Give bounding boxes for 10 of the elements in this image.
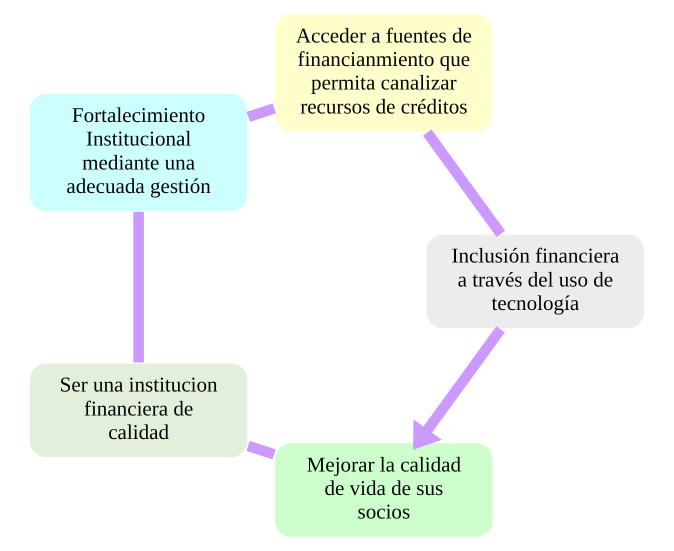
connector — [246, 103, 276, 122]
node-box: Mejorar la calidad de vida de sus socios — [274, 442, 494, 538]
node-box: Inclusión financiera a través del uso de tecnología — [425, 233, 646, 330]
node-box: Fortalecimiento Institucional mediante una adecuada gestión — [28, 92, 249, 212]
arrow — [413, 326, 505, 450]
node-box: Acceder a fuentes de financianmiento que permita canalizar recursos de créditos — [274, 12, 494, 133]
connector — [133, 212, 144, 362]
connector — [246, 440, 276, 460]
connector — [423, 130, 506, 237]
node-box: Ser una institucion financiera de calidad — [28, 362, 249, 458]
